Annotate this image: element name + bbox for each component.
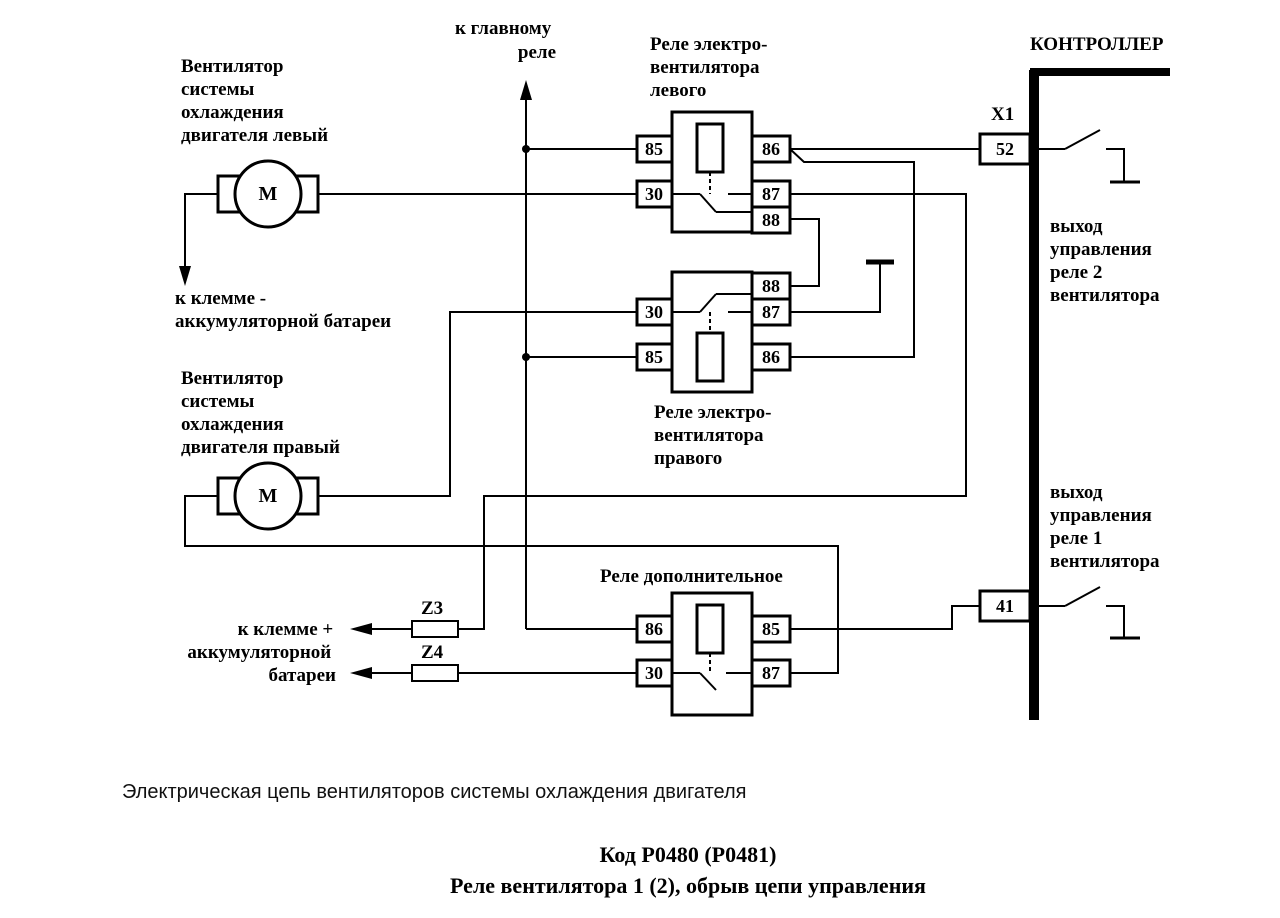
- relay-left-pin-85: [635, 134, 674, 164]
- relay-left-title: Реле электро- вентилятора левого: [650, 34, 772, 101]
- relay-left-pin-86: [750, 134, 792, 164]
- motor-right-icon: [216, 461, 320, 531]
- fuse-z4-label: Z4: [421, 642, 444, 663]
- fuse-z4-icon: [411, 664, 459, 682]
- relay-left-pin-88: [750, 205, 792, 235]
- relay-extra-pin-30: [635, 658, 674, 688]
- motor-right-label: M: [259, 485, 278, 507]
- motor-left-label: M: [259, 183, 278, 205]
- controller-pin-52-label: 52: [996, 139, 1014, 159]
- relay-coil-icon: [695, 603, 725, 655]
- relay-right: [670, 270, 754, 394]
- output-relay1-label: выход управления реле 1 вентилятора: [1050, 482, 1160, 572]
- relay-right-pin-30-label: 30: [645, 302, 663, 322]
- relay-right-title: Реле электро- вентилятора правого: [654, 402, 776, 469]
- relay-right-pin-87-label: 87: [762, 302, 780, 322]
- relay-left-pin-30: [635, 179, 674, 209]
- battery-minus-label: к клемме - аккумуляторной батареи: [175, 288, 391, 332]
- relay-right-pin-30: [635, 297, 674, 327]
- figure-caption: Электрическая цепь вентиляторов системы …: [122, 781, 747, 803]
- arrow-left-icon: [350, 623, 372, 635]
- relay-extra-pin-85: [750, 614, 792, 644]
- controller: [1029, 68, 1170, 720]
- relay-left-pin-30-label: 30: [645, 184, 663, 204]
- relay-extra-pin-86: [635, 614, 674, 644]
- relay-left-pin-87: [750, 179, 792, 209]
- relay-right-pin-86: [750, 342, 792, 372]
- code-heading: Код P0480 (P0481): [600, 842, 777, 867]
- controller-pin-41: [978, 589, 1032, 623]
- relay-extra-pin-86-label: 86: [645, 619, 663, 639]
- relay-right-pin-85-label: 85: [645, 347, 663, 367]
- controller-title: КОНТРОЛЛЕР: [1030, 34, 1164, 55]
- relay-extra-title: Реле дополнительное: [600, 566, 783, 587]
- relay-right-pin-85: [635, 342, 674, 372]
- arrow-down-icon: [179, 266, 191, 286]
- main-relay-label: к главному реле: [455, 18, 556, 63]
- fuse-z3-icon: [411, 620, 459, 638]
- relay-extra-pin-30-label: 30: [645, 663, 663, 683]
- motor-left-icon: [216, 159, 320, 229]
- arrow-left-icon: [350, 667, 372, 679]
- fan-left-label: Вентилятор системы охлаждения двигателя …: [181, 56, 328, 146]
- output-relay2-label: выход управления реле 2 вентилятора: [1050, 216, 1160, 306]
- controller-pin-41-label: 41: [996, 596, 1014, 616]
- wiring: [179, 80, 980, 679]
- relay-left-pin-85-label: 85: [645, 139, 663, 159]
- relay-extra: [670, 591, 754, 717]
- relay-left-pin-86-label: 86: [762, 139, 780, 159]
- relay-extra-pin-87-label: 87: [762, 663, 780, 683]
- relay-extra-pin-85-label: 85: [762, 619, 780, 639]
- relay-right-pin-86-label: 86: [762, 347, 780, 367]
- battery-plus-label: к клемме + аккумуляторной батареи: [187, 619, 338, 686]
- relay-left: [670, 110, 754, 234]
- fan-right-label: Вентилятор системы охлаждения двигателя …: [181, 368, 340, 458]
- fuse-z3-label: Z3: [421, 598, 443, 619]
- relay-extra-pin-87: [750, 658, 792, 688]
- relay-left-pin-87-label: 87: [762, 184, 780, 204]
- connector-label: X1: [991, 104, 1014, 125]
- relay-right-pin-88-label: 88: [762, 276, 780, 296]
- relay-left-pin-88-label: 88: [762, 210, 780, 230]
- relay-right-pin-87: [750, 297, 792, 327]
- relay-coil-icon: [695, 331, 725, 383]
- controller-pin-52: [978, 132, 1032, 166]
- code-subheading: Реле вентилятора 1 (2), обрыв цепи управ…: [450, 873, 926, 898]
- arrow-up-icon: [520, 80, 532, 100]
- relay-coil-icon: [695, 122, 725, 174]
